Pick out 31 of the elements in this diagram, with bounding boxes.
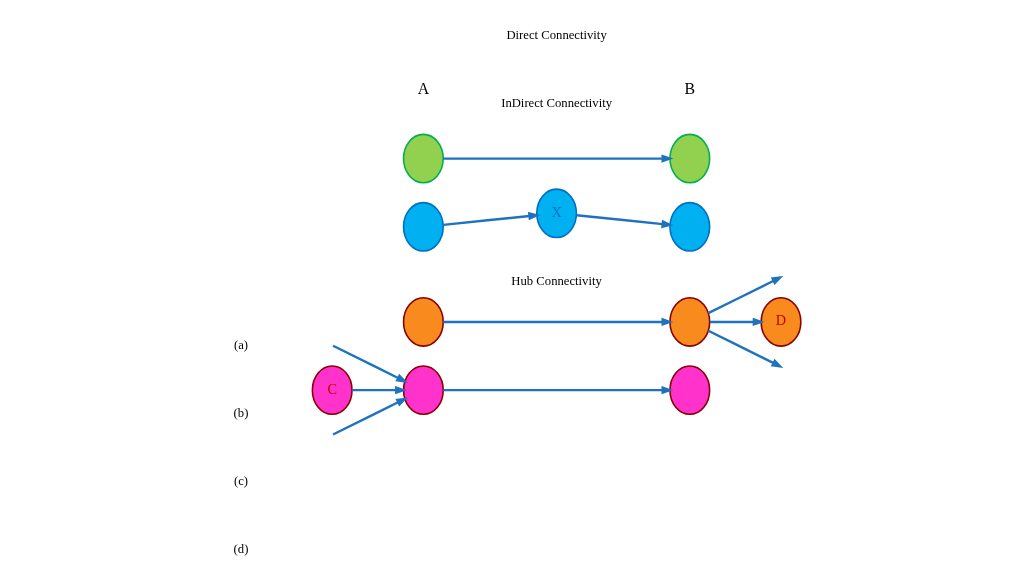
label: (a) <box>233 337 249 352</box>
arrow <box>707 329 784 368</box>
arrow <box>352 385 407 395</box>
label: Hub Connectivity <box>511 273 602 288</box>
node-circle <box>669 201 711 252</box>
node-ellipse: C <box>311 365 353 416</box>
arrow <box>709 317 765 327</box>
node-ellipse: D <box>760 296 802 347</box>
arrow <box>332 344 408 383</box>
arrow <box>443 211 541 226</box>
label: InDirect Connectivity <box>501 95 613 110</box>
node-circle <box>402 365 444 416</box>
arrow <box>707 276 784 315</box>
label: A <box>417 80 430 98</box>
node-circle <box>402 296 444 347</box>
label: Direct Connectivity <box>506 27 607 42</box>
arrow <box>443 385 674 395</box>
node-circle <box>669 133 711 184</box>
node-circle <box>402 133 444 184</box>
label: (b) <box>233 405 249 420</box>
node-circle <box>669 365 711 416</box>
arrow <box>443 317 674 327</box>
node-circle <box>669 296 711 347</box>
arrow <box>332 397 408 436</box>
node-circle <box>402 201 444 252</box>
label: (c) <box>233 474 249 489</box>
arrow <box>443 154 674 163</box>
label: B <box>684 80 696 98</box>
label: (d) <box>233 542 249 557</box>
arrow <box>576 214 674 229</box>
node-ellipse: X <box>535 188 578 239</box>
